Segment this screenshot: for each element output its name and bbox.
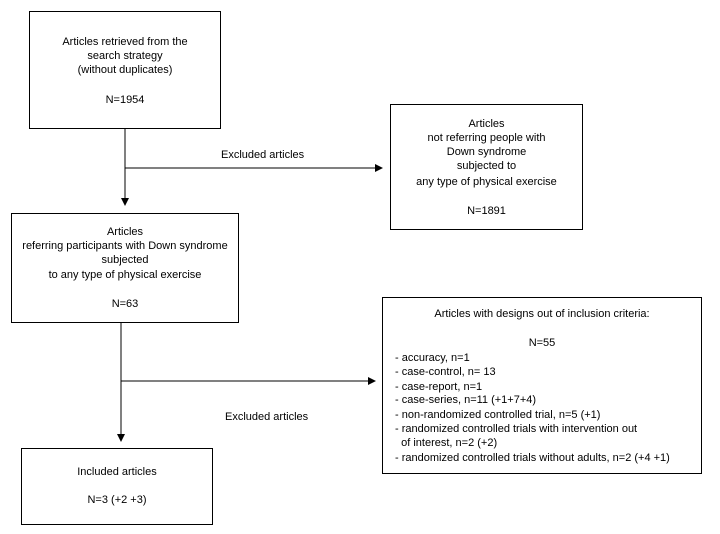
box4-item: - accuracy, n=1 <box>395 352 470 364</box>
box5-title: Included articles <box>77 466 157 478</box>
excluded-articles-label-2: Excluded articles <box>225 411 309 423</box>
box2-line-1: Articles <box>468 118 505 130</box>
box-excluded-designs: Articles with designs out of inclusion c… <box>382 297 702 474</box>
box4-title: Articles with designs out of inclusion c… <box>434 308 650 320</box>
box2-count: N=1891 <box>467 205 506 217</box>
box4-item: - case-report, n=1 <box>395 381 483 393</box>
box2-line-4: subjected to <box>456 160 517 172</box>
box3-line-4: to any type of physical exercise <box>48 269 202 281</box>
box4-item: - randomized controlled trials without a… <box>395 452 670 464</box>
box-included-articles: Included articles N=3 (+2 +3) <box>21 448 213 525</box>
box2-line-3: Down syndrome <box>446 146 527 158</box>
box4-item: - non-randomized controlled trial, n=5 (… <box>395 409 601 421</box>
box3-line-3: subjected <box>101 254 149 266</box>
box3-count: N=63 <box>111 298 139 310</box>
box-retrieved-articles: Articles retrieved from the search strat… <box>29 11 221 129</box>
box2-line-2: not referring people with <box>427 132 546 144</box>
box4-item: - case-series, n=11 (+1+7+4) <box>395 394 537 406</box>
box5-count: N=3 (+2 +3) <box>87 494 147 506</box>
box4-count: N=55 <box>528 337 556 349</box>
box4-item: - randomized controlled trials with inte… <box>395 423 638 435</box>
box1-line-1: Articles retrieved from the <box>62 36 188 48</box>
box1-line-3: (without duplicates) <box>77 64 173 76</box>
box4-item: - case-control, n= 13 <box>395 366 496 378</box>
box-referring-articles: Articles referring participants with Dow… <box>11 213 239 323</box>
box3-line-2: referring participants with Down syndrom… <box>22 240 228 252</box>
box3-line-1: Articles <box>106 226 144 238</box>
excluded-articles-label-1: Excluded articles <box>221 149 305 161</box>
box-not-referring-articles: Articles not referring people with Down … <box>390 104 583 230</box>
box1-line-2: search strategy <box>87 50 163 62</box>
box4-item: of interest, n=2 (+2) <box>395 437 498 449</box>
box2-line-5: any type of physical exercise <box>416 176 557 188</box>
box1-count: N=1954 <box>105 94 145 106</box>
